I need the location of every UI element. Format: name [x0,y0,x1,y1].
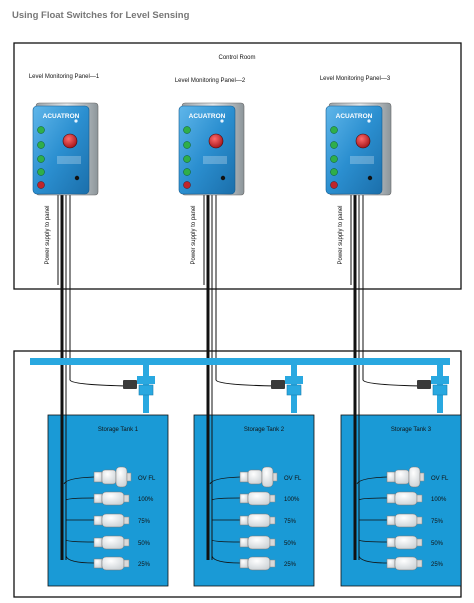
reset-button [74,175,80,181]
indicator-leds [183,126,191,189]
float-switch-25: 25% [358,555,444,571]
power-supply-label: Power supply to panel [338,205,344,264]
float-switch-50: 50% [211,535,297,550]
float-switch-ov-fl: OV FL [356,466,449,488]
alarm-button [62,133,78,149]
level-label: 75% [284,519,297,525]
control-room-label: Control Room [218,55,255,61]
float-switches-tank-3: OV FL 100% 75% 50% 25% [356,466,449,571]
valve-tank-1 [69,365,155,413]
level-label: 100% [284,497,300,503]
indicator-leds [37,126,45,189]
float-switches-tank-1: OV FL 100% 75% 50% 25% [63,466,156,571]
float-switch-100: 100% [211,491,300,506]
tank-label: Storage Tank 1 [98,427,139,433]
status-light [367,119,371,123]
valve-tank-2 [215,365,303,413]
float-switch-ov-fl: OV FL [209,466,302,488]
indicator-leds [330,126,338,189]
float-switch-50: 50% [358,535,444,550]
float-switch-100: 100% [65,491,154,506]
float-switch-75: 75% [66,513,151,528]
panel-label: Level Monitoring Panel—3 [320,76,391,82]
alarm-button [355,133,371,149]
panel-info-plate [350,156,374,164]
level-label: 50% [138,541,151,547]
level-label: 50% [284,541,297,547]
float-switch-100: 100% [358,491,447,506]
control-room-box [13,42,462,290]
level-label: 75% [431,519,444,525]
power-supply-label: Power supply to panel [191,205,197,264]
panel-info-plate [57,156,81,164]
tank-label: Storage Tank 3 [391,427,432,433]
float-switch-75: 75% [212,513,297,528]
level-label: 75% [138,519,151,525]
level-label: OV FL [138,476,156,482]
panel-body [325,105,383,195]
panel-label: Level Monitoring Panel—1 [29,74,100,80]
level-label: 100% [138,497,154,503]
brand-logo: ACUATRON [336,113,373,120]
float-switch-75: 75% [359,513,444,528]
power-supply-cables [57,195,364,380]
monitoring-panel-2: Level Monitoring Panel—2 ACUATRON Power … [175,78,246,265]
page-title: Using Float Switches for Level Sensing [12,10,190,21]
water-pipe [30,358,450,365]
float-switch-50: 50% [65,535,151,550]
panel-body [32,105,90,195]
level-label: 25% [284,562,297,568]
float-switch-ov-fl: OV FL [63,466,156,488]
monitoring-panel-3: Level Monitoring Panel—3 ACUATRON Power … [320,76,392,265]
float-switch-25: 25% [65,555,151,571]
power-supply-label: Power supply to panel [45,205,51,264]
brand-logo: ACUATRON [189,113,226,120]
reset-button [367,175,373,181]
level-label: 50% [431,541,444,547]
alarm-button [208,133,224,149]
panel-body [178,105,236,195]
status-light [220,119,224,123]
level-label: OV FL [284,476,302,482]
level-label: 100% [431,497,447,503]
level-label: 25% [431,562,444,568]
monitoring-panel-1: Level Monitoring Panel—1 ACUATRON Power … [29,74,100,265]
reset-button [220,175,226,181]
tank-label: Storage Tank 2 [244,427,285,433]
brand-logo: ACUATRON [43,113,80,120]
valve-tank-3 [362,365,449,413]
float-switches-tank-2: OV FL 100% 75% 50% 25% [209,466,302,571]
level-label: OV FL [431,476,449,482]
status-light [74,119,78,123]
panel-info-plate [203,156,227,164]
level-label: 25% [138,562,151,568]
sensor-cables [60,195,360,560]
float-switch-25: 25% [211,555,297,571]
panel-label: Level Monitoring Panel—2 [175,78,246,84]
